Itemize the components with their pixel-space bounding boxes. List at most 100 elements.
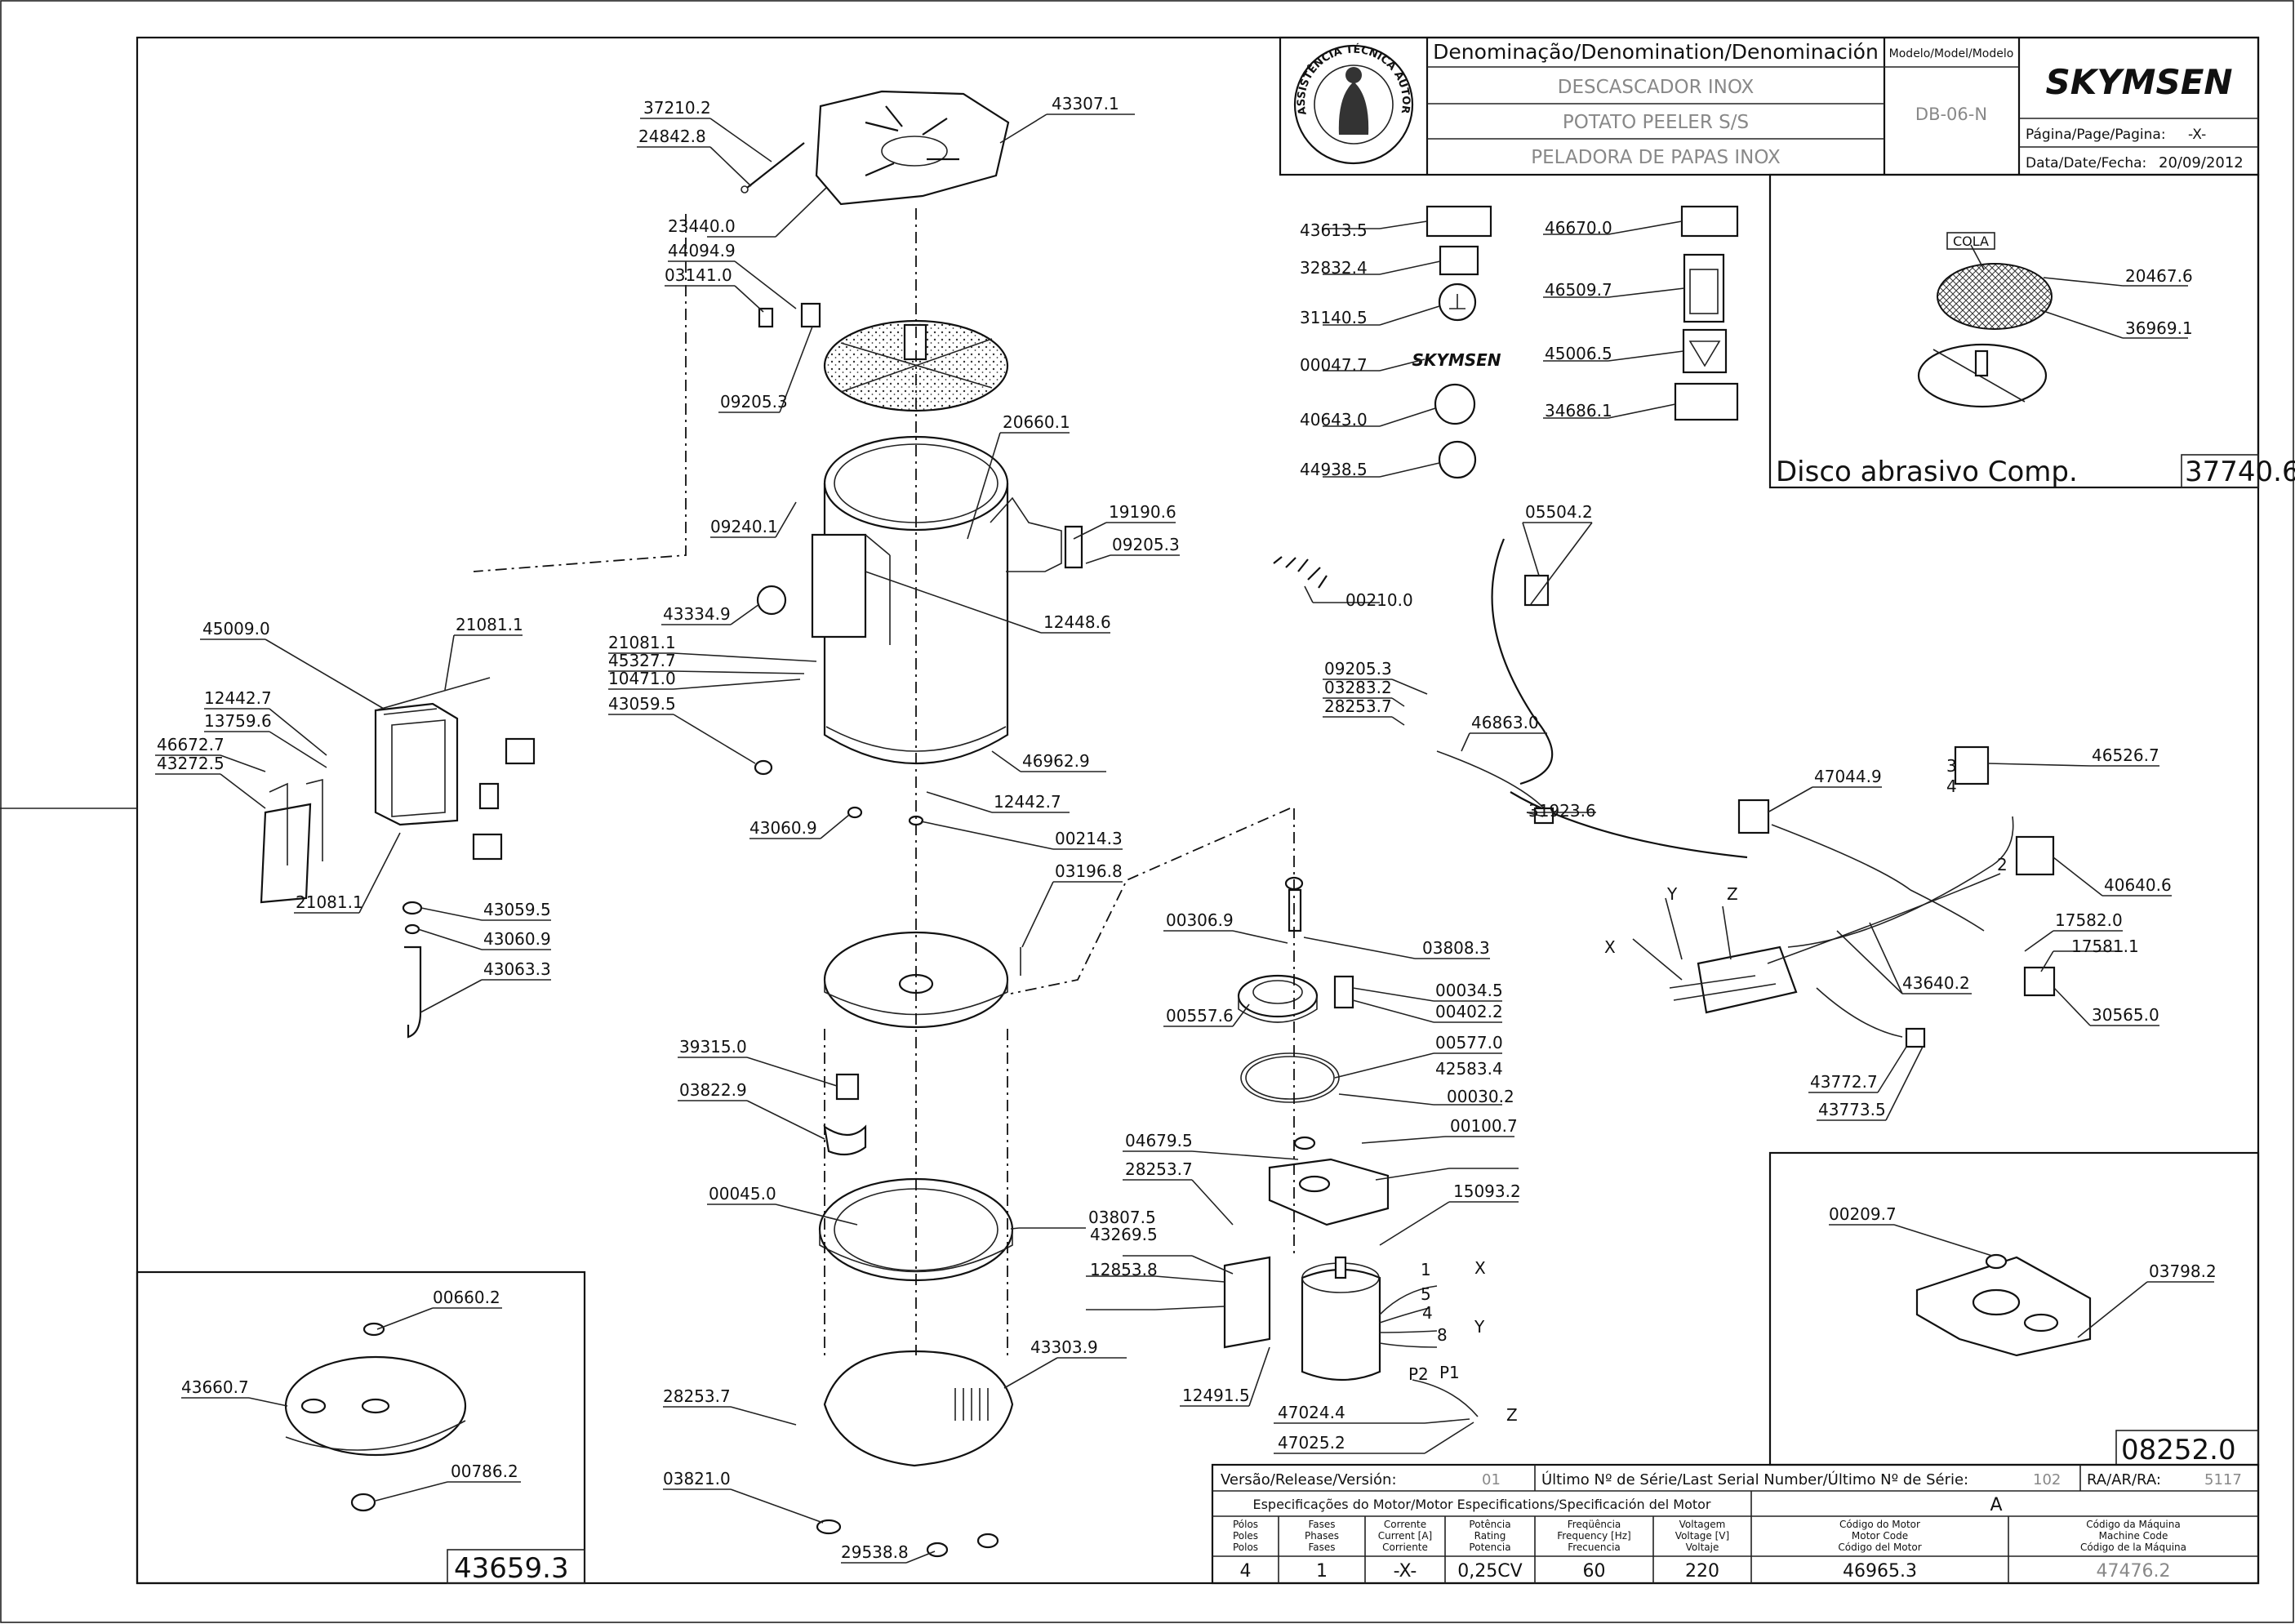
page-label: Página/Page/Pagina:: [2026, 127, 2166, 143]
leader-lines: [155, 113, 2172, 1564]
spec-col-4-l2: Frequency [Hz]: [1557, 1530, 1631, 1542]
motor-assembly: [1010, 808, 1479, 1417]
part-31923-6: 31923.6: [1528, 801, 1596, 821]
part-12442-7a: 12442.7: [994, 792, 1061, 812]
label-00047-7: 00047.7: [1300, 355, 1368, 375]
part-28253-7b: 28253.7: [1125, 1159, 1193, 1179]
part-15093-2: 15093.2: [1453, 1181, 1521, 1201]
part-21081-1a: 21081.1: [608, 633, 676, 652]
spec-col-6-l2: Motor Code: [1852, 1530, 1908, 1542]
part-03822-9: 03822.9: [679, 1080, 747, 1100]
spec-col-1-l3: Fases: [1308, 1542, 1335, 1553]
part-19190-6: 19190.6: [1109, 502, 1176, 522]
part-46672-7: 46672.7: [157, 735, 225, 754]
spec-col-5-l1: Voltagem: [1679, 1519, 1726, 1530]
part-00030-2: 00030.2: [1447, 1087, 1514, 1106]
belt-00577-0: [1240, 1052, 1340, 1103]
drawing-frame: [136, 36, 2260, 1585]
spec-col-0-l1: Pólos: [1233, 1519, 1258, 1530]
abrasive-title: Disco abrasivo Comp.: [1776, 456, 2078, 488]
part-47044-9: 47044.9: [1814, 767, 1882, 786]
part-43772-7: 43772.7: [1810, 1072, 1878, 1092]
part-21081-1b: 21081.1: [456, 615, 523, 634]
part-47024-4: 47024.4: [1278, 1403, 1345, 1422]
part-03283-2: 03283.2: [1324, 678, 1392, 697]
spec-col-1-value: 1: [1316, 1561, 1328, 1582]
part-00402-2: 00402.2: [1435, 1002, 1503, 1021]
spec-col-1-l2: Phases: [1305, 1530, 1339, 1542]
label-31140-5: 31140.5: [1300, 308, 1368, 327]
spec-col-4-value: 60: [1583, 1561, 1606, 1582]
brand-logo: SKYMSEN: [2045, 62, 2232, 102]
spec-col-2-l3: Corriente: [1382, 1542, 1428, 1553]
name-pt: DESCASCADOR INOX: [1558, 77, 1755, 98]
pulley-00557-6: [1237, 974, 1319, 1018]
part-21081-1c: 21081.1: [296, 892, 363, 912]
label-46509-7: 46509.7: [1545, 280, 1612, 300]
spec-table: Versão/Release/Versión: 01 Último Nº de …: [1211, 1463, 2260, 1585]
part-03807-5: 03807.5: [1088, 1208, 1156, 1227]
motor-wire-8: 8: [1437, 1325, 1448, 1345]
part-00577-0: 00577.0: [1435, 1033, 1503, 1052]
denomination-header: Denominação/Denomination/Denominación: [1433, 40, 1879, 64]
motor-spec-header: Especificações do Motor/Motor Especifica…: [1252, 1497, 1710, 1512]
spec-col-5-value: 220: [1685, 1561, 1719, 1582]
version-label: Versão/Release/Versión:: [1221, 1471, 1397, 1488]
spec-col-7-l1: Código da Máquina: [2086, 1519, 2180, 1530]
spec-col-7-l2: Machine Code: [2099, 1530, 2168, 1542]
part-46962-9: 46962.9: [1022, 751, 1090, 771]
label-46670-0: 46670.0: [1545, 218, 1612, 238]
part-03798-2: 03798.2: [2149, 1261, 2217, 1281]
spec-col-3-value: 0,25CV: [1457, 1561, 1522, 1582]
part-03808-3: 03808.3: [1422, 938, 1490, 958]
part-00210-0: 00210.0: [1345, 590, 1413, 610]
serial-value: 102: [2033, 1471, 2061, 1488]
motor-wire-y: Y: [1474, 1317, 1485, 1337]
date-value: 20/09/2012: [2159, 154, 2244, 171]
part-43640-2: 43640.2: [1902, 973, 1970, 993]
bottom-left-code: 43659.3: [454, 1552, 569, 1585]
spec-col-0-l3: Polos: [1233, 1542, 1258, 1553]
bottom-cover-43303-9: [823, 1350, 1014, 1467]
serial-label: Último Nº de Série/Last Serial Number/Úl…: [1541, 1470, 1968, 1488]
label-34686-1: 34686.1: [1545, 401, 1612, 420]
title-block: Denominação/Denomination/Denominación DE…: [0, 0, 2260, 176]
ra-value: 5117: [2204, 1471, 2242, 1488]
revision-letter: A: [1990, 1495, 2002, 1515]
part-12442-7b: 12442.7: [204, 688, 272, 708]
part-00557-6: 00557.6: [1166, 1006, 1234, 1026]
switch-pin-3: 3: [1946, 756, 1957, 776]
part-43060-9b: 43060.9: [483, 929, 551, 949]
label-44938-5: 44938.5: [1300, 460, 1368, 479]
motor-bracket-12491-5: [1223, 1256, 1271, 1349]
cola-label: COLA: [1953, 234, 1989, 249]
switch-box-assembly: [260, 214, 687, 1039]
abrasive-disk-detail: Disco abrasivo Comp. 37740.6 COLA 20467.…: [1768, 173, 2295, 489]
spec-col-1-l1: Fases: [1308, 1519, 1335, 1530]
part-43303-9: 43303.9: [1030, 1337, 1098, 1357]
bottom-right-code: 08252.0: [2121, 1434, 2236, 1466]
motor-plate-42583-4: [1268, 1158, 1390, 1226]
part-43059-5a: 43059.5: [608, 694, 676, 714]
part-45009-0: 45009.0: [202, 619, 270, 638]
authorized-service-seal: ASSISTÊNCIA TÉCNICA AUTORIZADA: [0, 0, 1414, 165]
part-13759-6: 13759.6: [204, 711, 272, 731]
part-39315-0: 39315.0: [679, 1037, 747, 1057]
ra-label: RA/AR/RA:: [2087, 1471, 2161, 1488]
bottom-left-detail: 43659.3 00660.2 43660.7 00786.2: [136, 1270, 586, 1585]
part-30565-0: 30565.0: [2092, 1005, 2159, 1025]
motor-wire-p2: P2: [1408, 1364, 1429, 1384]
page-value: -X-: [2188, 127, 2206, 143]
electrical-assembly: [1273, 538, 2056, 1048]
switch-pin-4: 4: [1946, 776, 1957, 796]
name-en: POTATO PEELER S/S: [1563, 112, 1749, 133]
model-value: DB-06-N: [1915, 105, 1987, 124]
version-value: 01: [1482, 1471, 1501, 1488]
date-label: Data/Date/Fecha:: [2026, 155, 2146, 171]
part-00306-9: 00306.9: [1166, 910, 1234, 930]
part-36969-1: 36969.1: [2125, 318, 2193, 338]
spec-col-3-l1: Potência: [1469, 1519, 1510, 1530]
spec-col-4-l3: Frecuencia: [1568, 1542, 1621, 1553]
part-17582-0: 17582.0: [2055, 910, 2123, 930]
